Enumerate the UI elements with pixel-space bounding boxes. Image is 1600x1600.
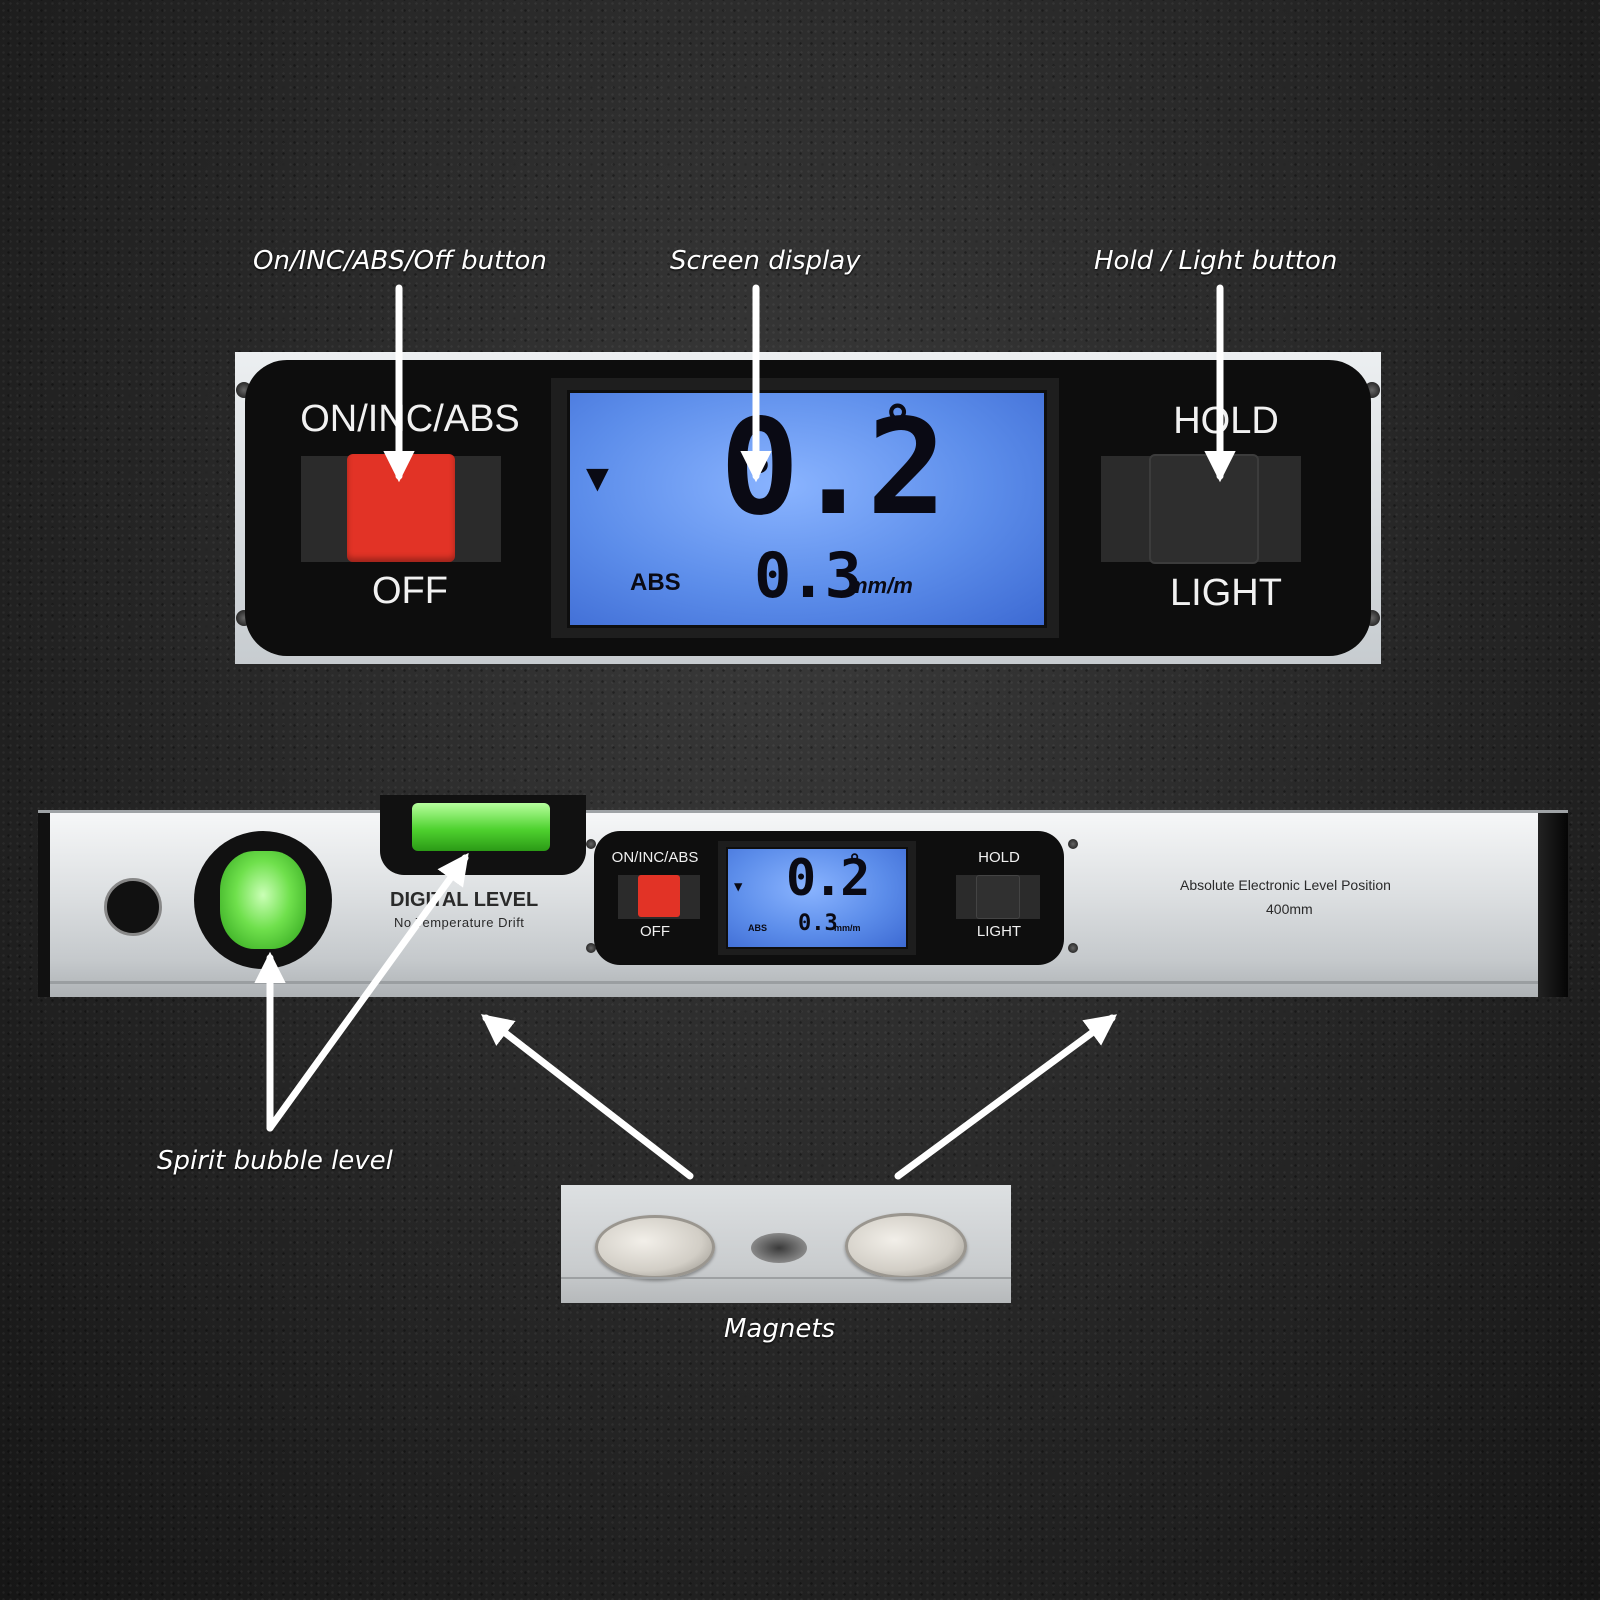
spec-line-2: 400mm <box>1266 901 1313 917</box>
body-groove <box>50 981 1538 984</box>
screw-icon <box>586 839 596 849</box>
top-bubble-vial <box>412 803 550 851</box>
screw-icon <box>586 943 596 953</box>
mode-indicator: ABS <box>630 569 681 596</box>
unit-label: mm/m <box>848 573 913 598</box>
secondary-readout: 0.3 <box>754 539 862 612</box>
round-bubble-vial <box>194 831 332 969</box>
mini-light-label: LIGHT <box>976 923 1022 940</box>
callout-bubble-level: Spirit bubble level <box>157 1146 393 1176</box>
callout-hold-button: Hold / Light button <box>1094 246 1338 276</box>
screw-icon <box>1068 943 1078 953</box>
inset-groove <box>561 1277 1011 1279</box>
mini-on-label: ON/INC/ABS <box>611 849 699 866</box>
degree-symbol: ° <box>882 395 914 455</box>
mini-hold-button[interactable] <box>976 875 1020 919</box>
hanging-hole <box>104 878 162 936</box>
mini-on-button[interactable] <box>638 875 680 917</box>
on-inc-abs-label: ON/INC/ABS <box>300 398 520 440</box>
hold-label: HOLD <box>1173 400 1279 442</box>
light-label: LIGHT <box>1170 572 1282 614</box>
mini-control-panel: ON/INC/ABS OFF ▼ 0.2 ° ABS 0.3 mm/m HOLD… <box>594 831 1064 965</box>
level-subtitle: No Temperature Drift <box>394 915 525 930</box>
screw-icon <box>1068 839 1078 849</box>
mini-unit: mm/m <box>834 923 861 933</box>
callout-magnets: Magnets <box>724 1314 836 1344</box>
callout-screen: Screen display <box>670 246 861 276</box>
screw-icon <box>751 1233 807 1263</box>
digital-level-body: DIGITAL LEVEL No Temperature Drift ON/IN… <box>38 795 1568 997</box>
control-panel-closeup: ON/INC/ABS OFF ▼ 0.2 ° ABS 0.3 mm/m HOLD… <box>235 352 1381 664</box>
callout-on-button: On/INC/ABS/Off button <box>253 246 547 276</box>
spec-line-1: Absolute Electronic Level Position <box>1180 877 1391 893</box>
end-cap-left <box>38 813 50 997</box>
mini-lcd: ▼ 0.2 ° ABS 0.3 mm/m <box>726 847 908 949</box>
arrow-to-top-vial <box>266 852 469 1132</box>
magnets-closeup <box>561 1185 1011 1303</box>
off-label: OFF <box>372 570 448 612</box>
arrow-to-right-magnet <box>894 1014 1118 1180</box>
mini-secondary: 0.3 <box>798 911 838 936</box>
mini-arrow-icon: ▼ <box>734 879 743 895</box>
mini-angle-readout: 0.2 <box>786 849 870 907</box>
hold-light-button[interactable] <box>1149 454 1259 564</box>
bubble-fluid <box>220 851 306 949</box>
end-cap-right <box>1538 813 1568 997</box>
mini-mode: ABS <box>748 923 768 933</box>
mini-hold-label: HOLD <box>978 849 1020 866</box>
arrow-down-icon: ▼ <box>586 455 609 499</box>
mini-degree: ° <box>848 851 862 876</box>
mini-off-label: OFF <box>640 923 670 940</box>
arrow-to-left-magnet <box>481 1014 694 1180</box>
